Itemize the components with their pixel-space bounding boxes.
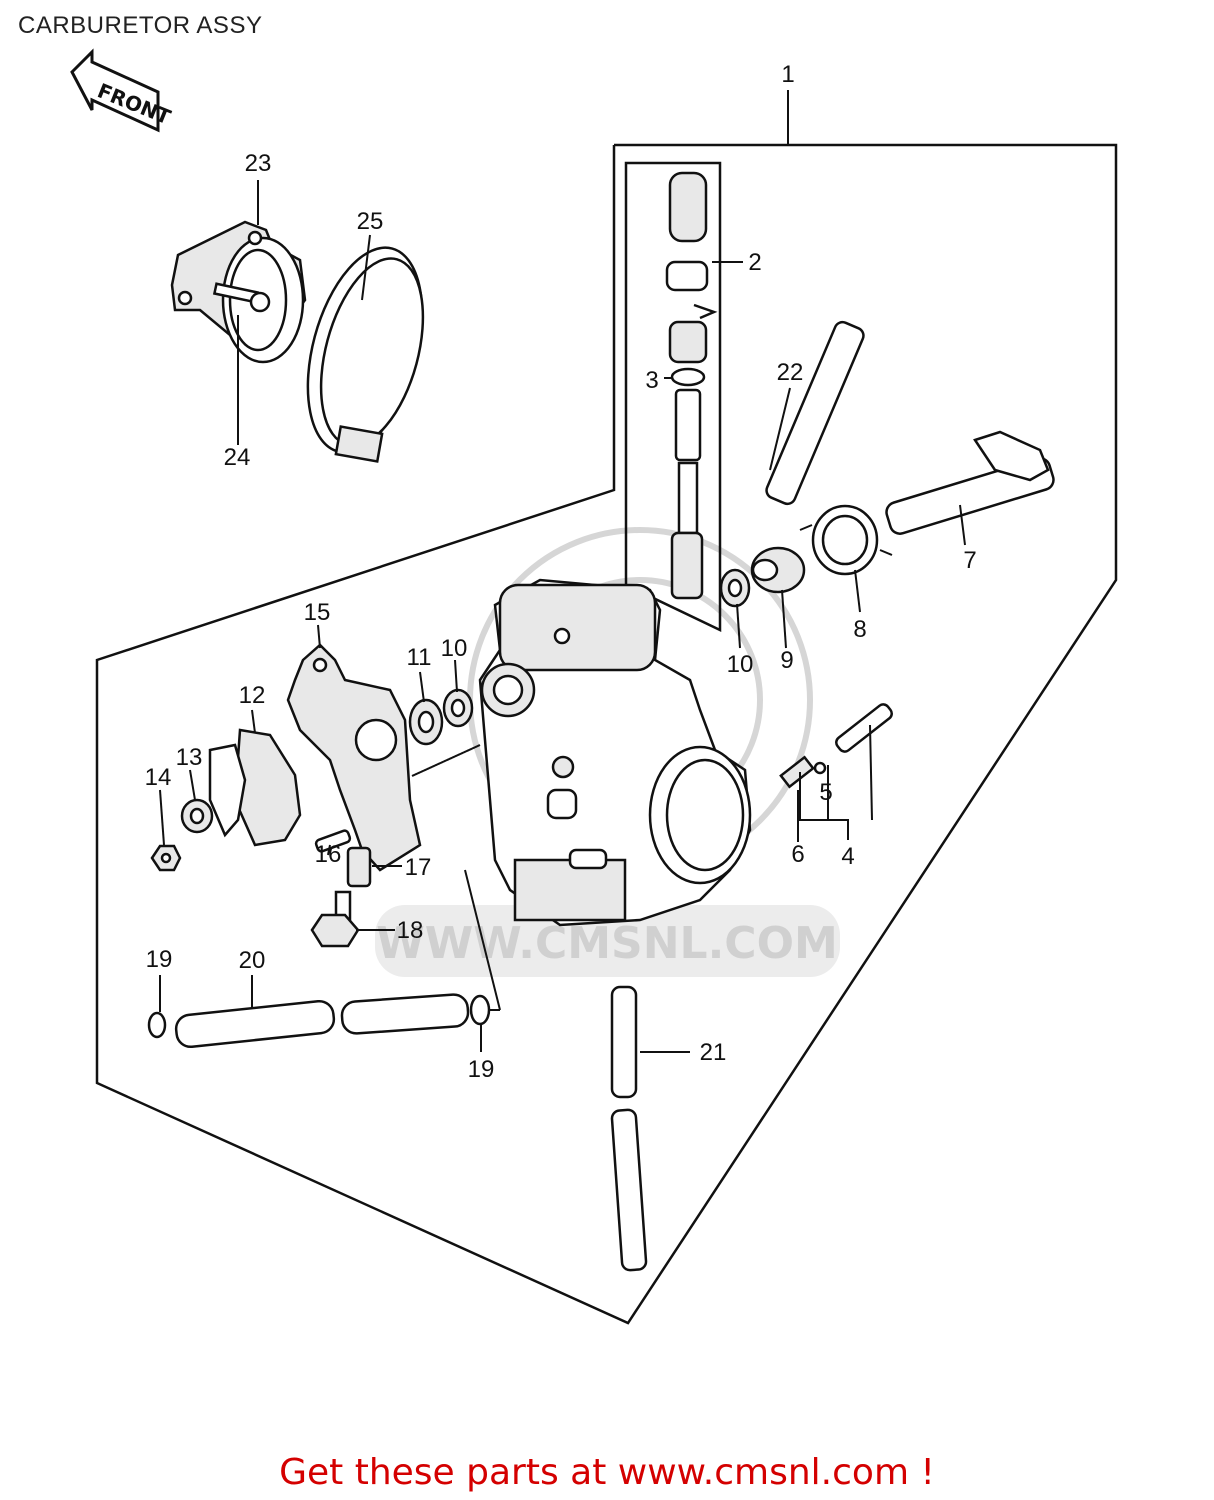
watermark-text: WWW.CMSNL.COM [376, 918, 838, 969]
callouts: 1 2 3 4 5 6 7 8 9 10 10 11 12 13 14 15 1… [145, 61, 977, 1083]
subassembly-2-frame [624, 161, 722, 632]
tube-part [765, 320, 865, 506]
callout-6: 6 [791, 841, 804, 868]
callout-1: 1 [781, 61, 794, 88]
cta-banner[interactable]: Get these parts at www.cmsnl.com ! [0, 1452, 1214, 1493]
callout-4: 4 [841, 843, 854, 870]
bolt-part [212, 282, 271, 313]
seal-left-parts [408, 688, 474, 746]
carburetor-body [478, 578, 752, 927]
page-title: CARBURETOR ASSY [18, 12, 263, 39]
throttle-slide-stack [665, 171, 718, 600]
callout-18: 18 [397, 917, 424, 944]
callout-2: 2 [748, 249, 761, 276]
callout-20: 20 [239, 947, 266, 974]
bushing-part [750, 546, 806, 594]
callout-22: 22 [777, 359, 804, 386]
callout-12: 12 [239, 682, 266, 709]
throttle-shaft-part [885, 430, 1055, 535]
vent-hose-part [610, 985, 648, 1272]
callout-14: 14 [145, 764, 172, 791]
callout-19-left: 19 [146, 946, 173, 973]
callout-5: 5 [819, 779, 832, 806]
callout-7: 7 [963, 547, 976, 574]
callout-10-left: 10 [441, 635, 468, 662]
leader-lines [159, 180, 966, 1053]
callout-9: 9 [780, 647, 793, 674]
front-arrow: FRONT [70, 48, 174, 133]
pulley-parts [150, 728, 302, 872]
mixture-screw-assy [779, 703, 893, 789]
callout-10-right: 10 [727, 651, 754, 678]
callout-8: 8 [853, 616, 866, 643]
callout-16: 16 [315, 841, 342, 868]
callout-19-right: 19 [468, 1056, 495, 1083]
callout-3: 3 [645, 367, 658, 394]
callout-25: 25 [357, 208, 384, 235]
callout-15: 15 [304, 599, 331, 626]
callout-21: 21 [700, 1039, 727, 1066]
clamp-band-part [306, 246, 425, 463]
overflow-hose-parts [147, 993, 491, 1049]
cable-bracket-part [286, 643, 422, 872]
callout-17: 17 [405, 854, 432, 881]
callout-13: 13 [176, 744, 203, 771]
return-spring-part [799, 504, 893, 576]
callout-11: 11 [407, 644, 432, 671]
cta-link[interactable]: Get these parts at www.cmsnl.com ! [279, 1452, 935, 1493]
callout-23: 23 [245, 150, 272, 177]
idle-screw-parts [310, 829, 372, 948]
assembly-frame [95, 143, 1118, 1325]
seal-upper-part [719, 568, 751, 608]
callout-24: 24 [224, 444, 251, 471]
